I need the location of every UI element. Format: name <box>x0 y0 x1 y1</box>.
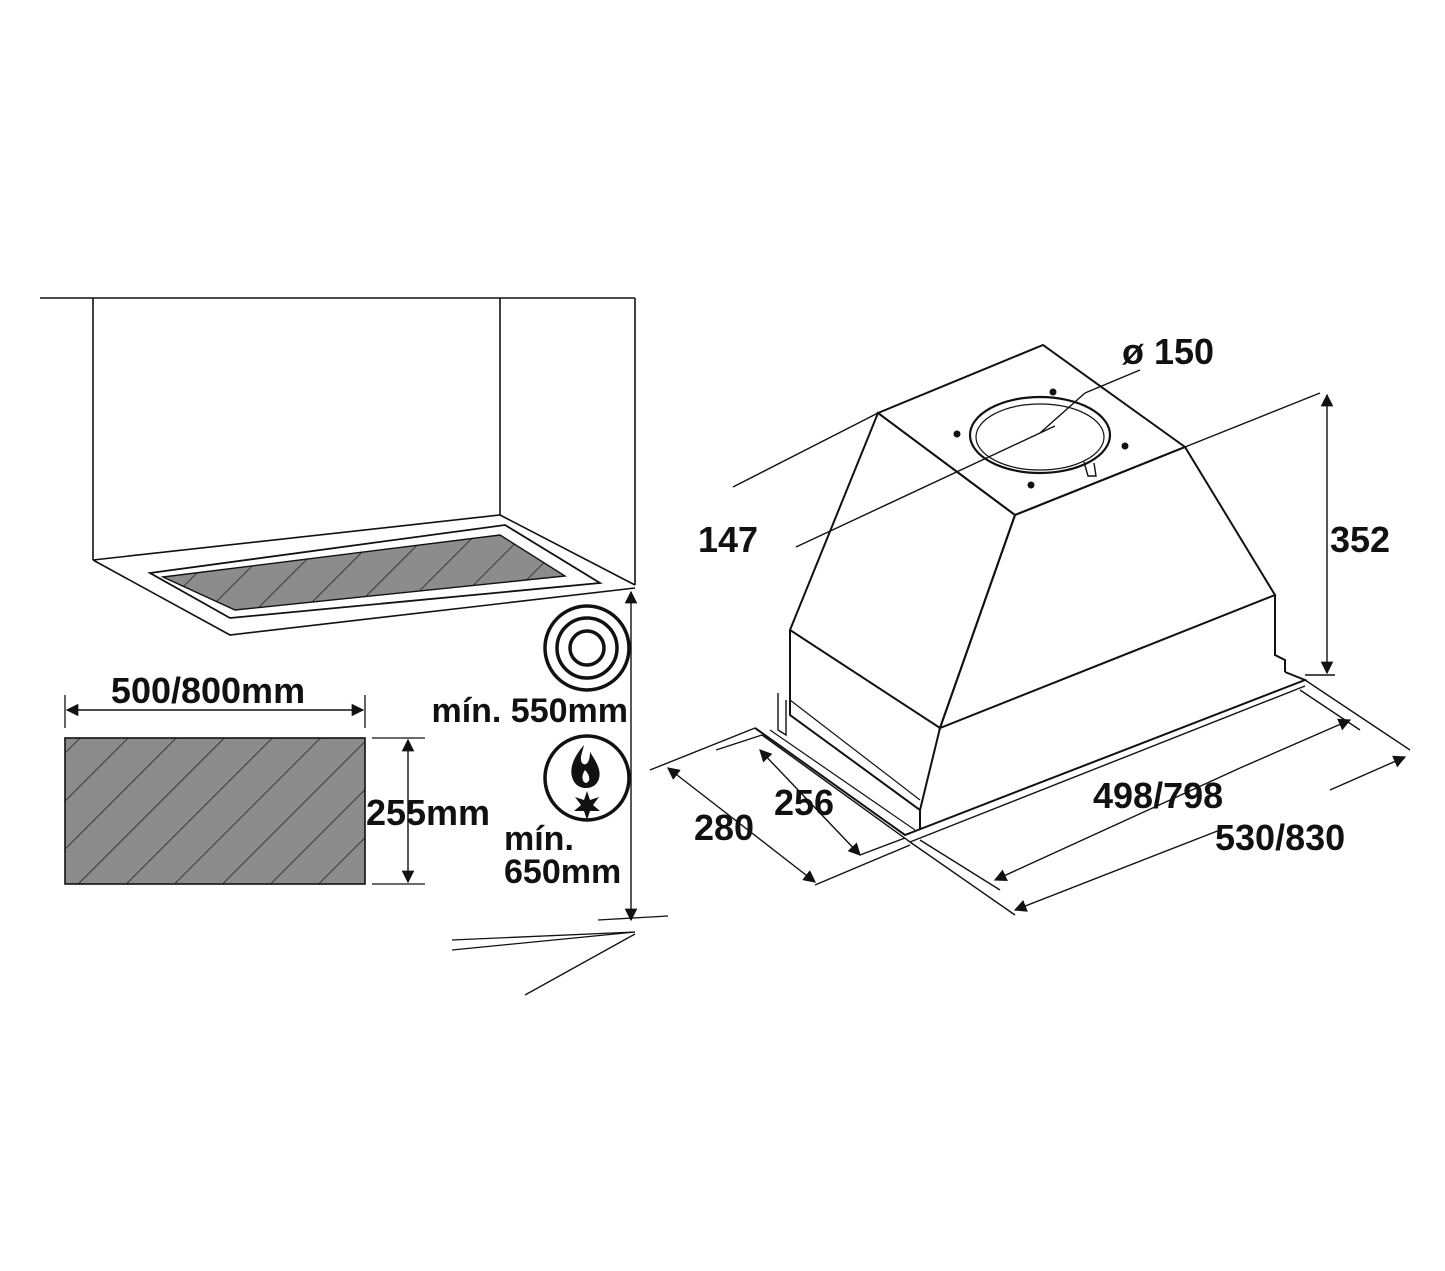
gas-flame-icon <box>543 734 631 822</box>
cutout-plan: 500/800mm 255mm <box>64 670 490 885</box>
gas-min-distance-label-line1: mín. <box>504 820 574 858</box>
cutout-depth-label: 255mm <box>366 792 490 833</box>
outer-width-label: 530/830 <box>1215 817 1345 858</box>
hood-dimensions <box>649 369 1411 916</box>
electric-hob-icon <box>543 604 631 692</box>
electric-min-distance-label: mín. 550mm <box>431 692 628 730</box>
hood-height-label: 352 <box>1330 519 1390 560</box>
inner-depth-label: 256 <box>774 782 834 823</box>
cabinet-cutout-illustration <box>40 297 636 636</box>
outlet-collar <box>968 395 1112 475</box>
outlet-diameter-label: ø 150 <box>1122 331 1214 372</box>
inner-width-label: 498/798 <box>1093 775 1223 816</box>
hood-dimension-labels: ø 150 147 352 256 280 498/798 530/830 <box>694 331 1390 858</box>
outlet-offset-label: 147 <box>698 519 758 560</box>
gas-min-distance-label-line2: 650mm <box>504 853 621 891</box>
hob-distance-block: mín. 550mm mín. 650mm <box>431 590 669 996</box>
outer-depth-label: 280 <box>694 807 754 848</box>
cutout-hatched-area <box>64 737 366 885</box>
cutout-width-label: 500/800mm <box>111 670 305 711</box>
hood-isometric-drawing <box>754 343 1308 843</box>
